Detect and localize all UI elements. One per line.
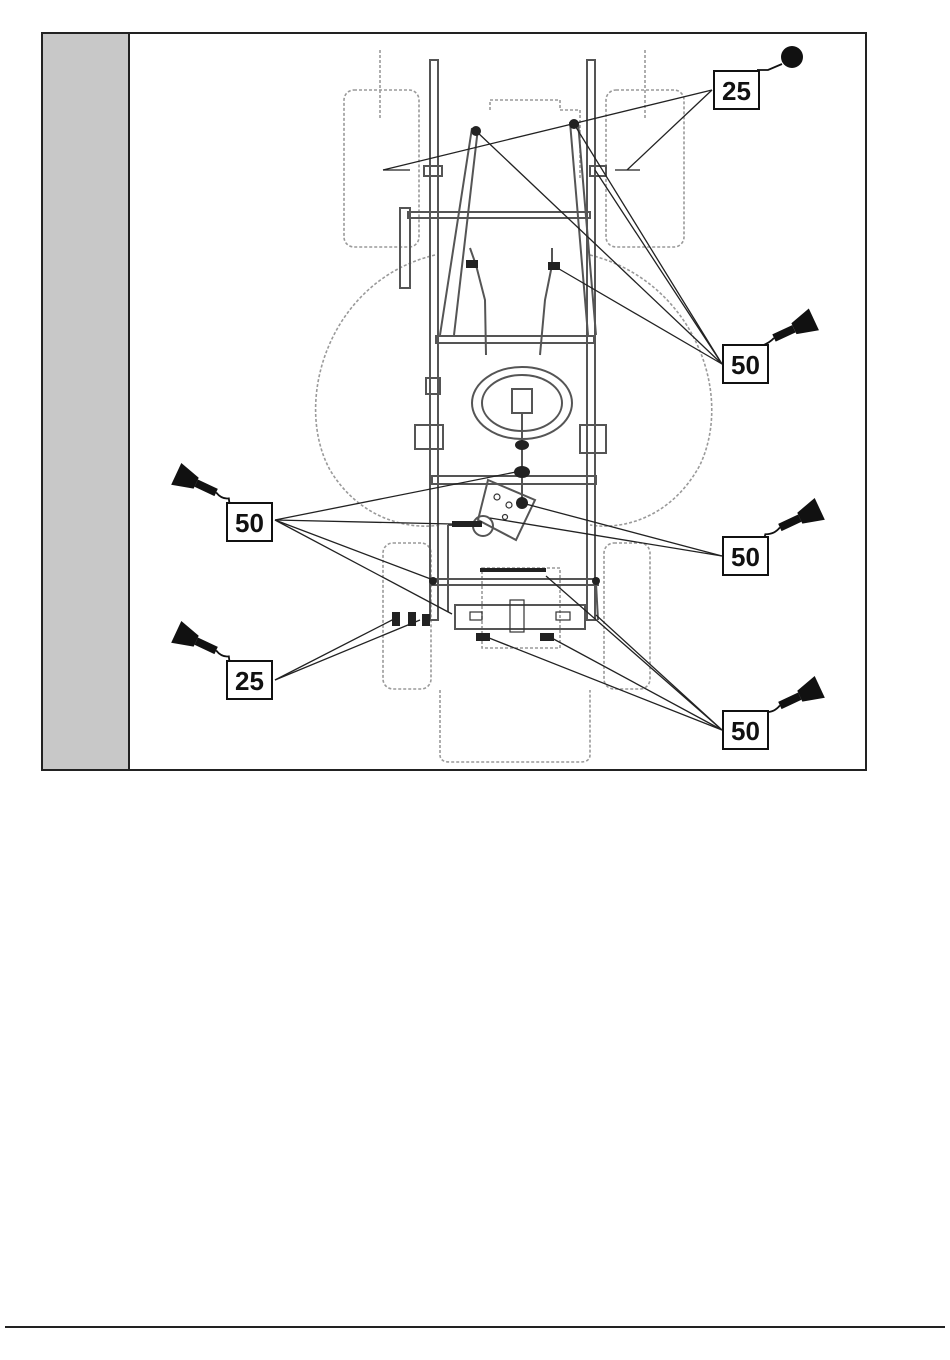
fitting-column-lower: [514, 466, 530, 478]
callout-box-right-upper: 50: [723, 345, 768, 383]
grease-fittings: [392, 119, 600, 641]
rear-plate: [455, 605, 585, 629]
callout-value: 50: [731, 542, 760, 572]
callout-box-right-middle: 50: [723, 537, 768, 575]
callout-box-right-lower: 50: [723, 711, 768, 749]
leader-lines: [275, 90, 722, 730]
fitting-rear-right: [540, 633, 554, 641]
footer-rule: [5, 1326, 945, 1328]
callout-box-left-lower: 25: [227, 661, 272, 699]
chassis-frame: [400, 60, 606, 629]
rear-crossmember: [430, 579, 598, 585]
left-tie-rod: [440, 128, 478, 335]
fitting-rear-axle-3: [422, 614, 430, 626]
grease-ball-icon: [757, 46, 803, 70]
rear-mini-block-1: [470, 612, 482, 620]
rear-right-wheel: [604, 543, 650, 689]
callout-value: 25: [722, 76, 751, 106]
callout-value: 50: [731, 716, 760, 746]
fitting-rear-right-pivot: [592, 577, 600, 585]
left-pivot-block: [424, 166, 442, 176]
drag-link: [448, 525, 478, 612]
callout-value: 25: [235, 666, 264, 696]
rear-mini-block-2: [556, 612, 570, 620]
callout-box-top-right: 25: [714, 71, 759, 109]
rear-rod-right: [596, 583, 598, 620]
callout-value: 50: [235, 508, 264, 538]
tractor-body-rear: [440, 690, 590, 762]
fitting-column-upper: [515, 440, 529, 450]
steering-hub: [512, 389, 532, 413]
steering-sector-gear: [478, 480, 535, 540]
fitting-sector-bar: [452, 521, 482, 527]
callout-value: 50: [731, 350, 760, 380]
callout-box-left-middle: 50: [227, 503, 272, 541]
fitting-rear-bar: [480, 568, 546, 572]
sector-teeth: [470, 494, 570, 632]
tractor-outline: [316, 50, 712, 762]
front-left-wheel: [344, 90, 419, 247]
mid-crossmember: [436, 336, 594, 343]
mower-deck: [316, 255, 712, 526]
fitting-left-pedal: [466, 260, 478, 268]
right-console: [580, 425, 606, 453]
front-left-steering-arm: [400, 208, 410, 288]
seat-crossmember: [432, 476, 596, 484]
